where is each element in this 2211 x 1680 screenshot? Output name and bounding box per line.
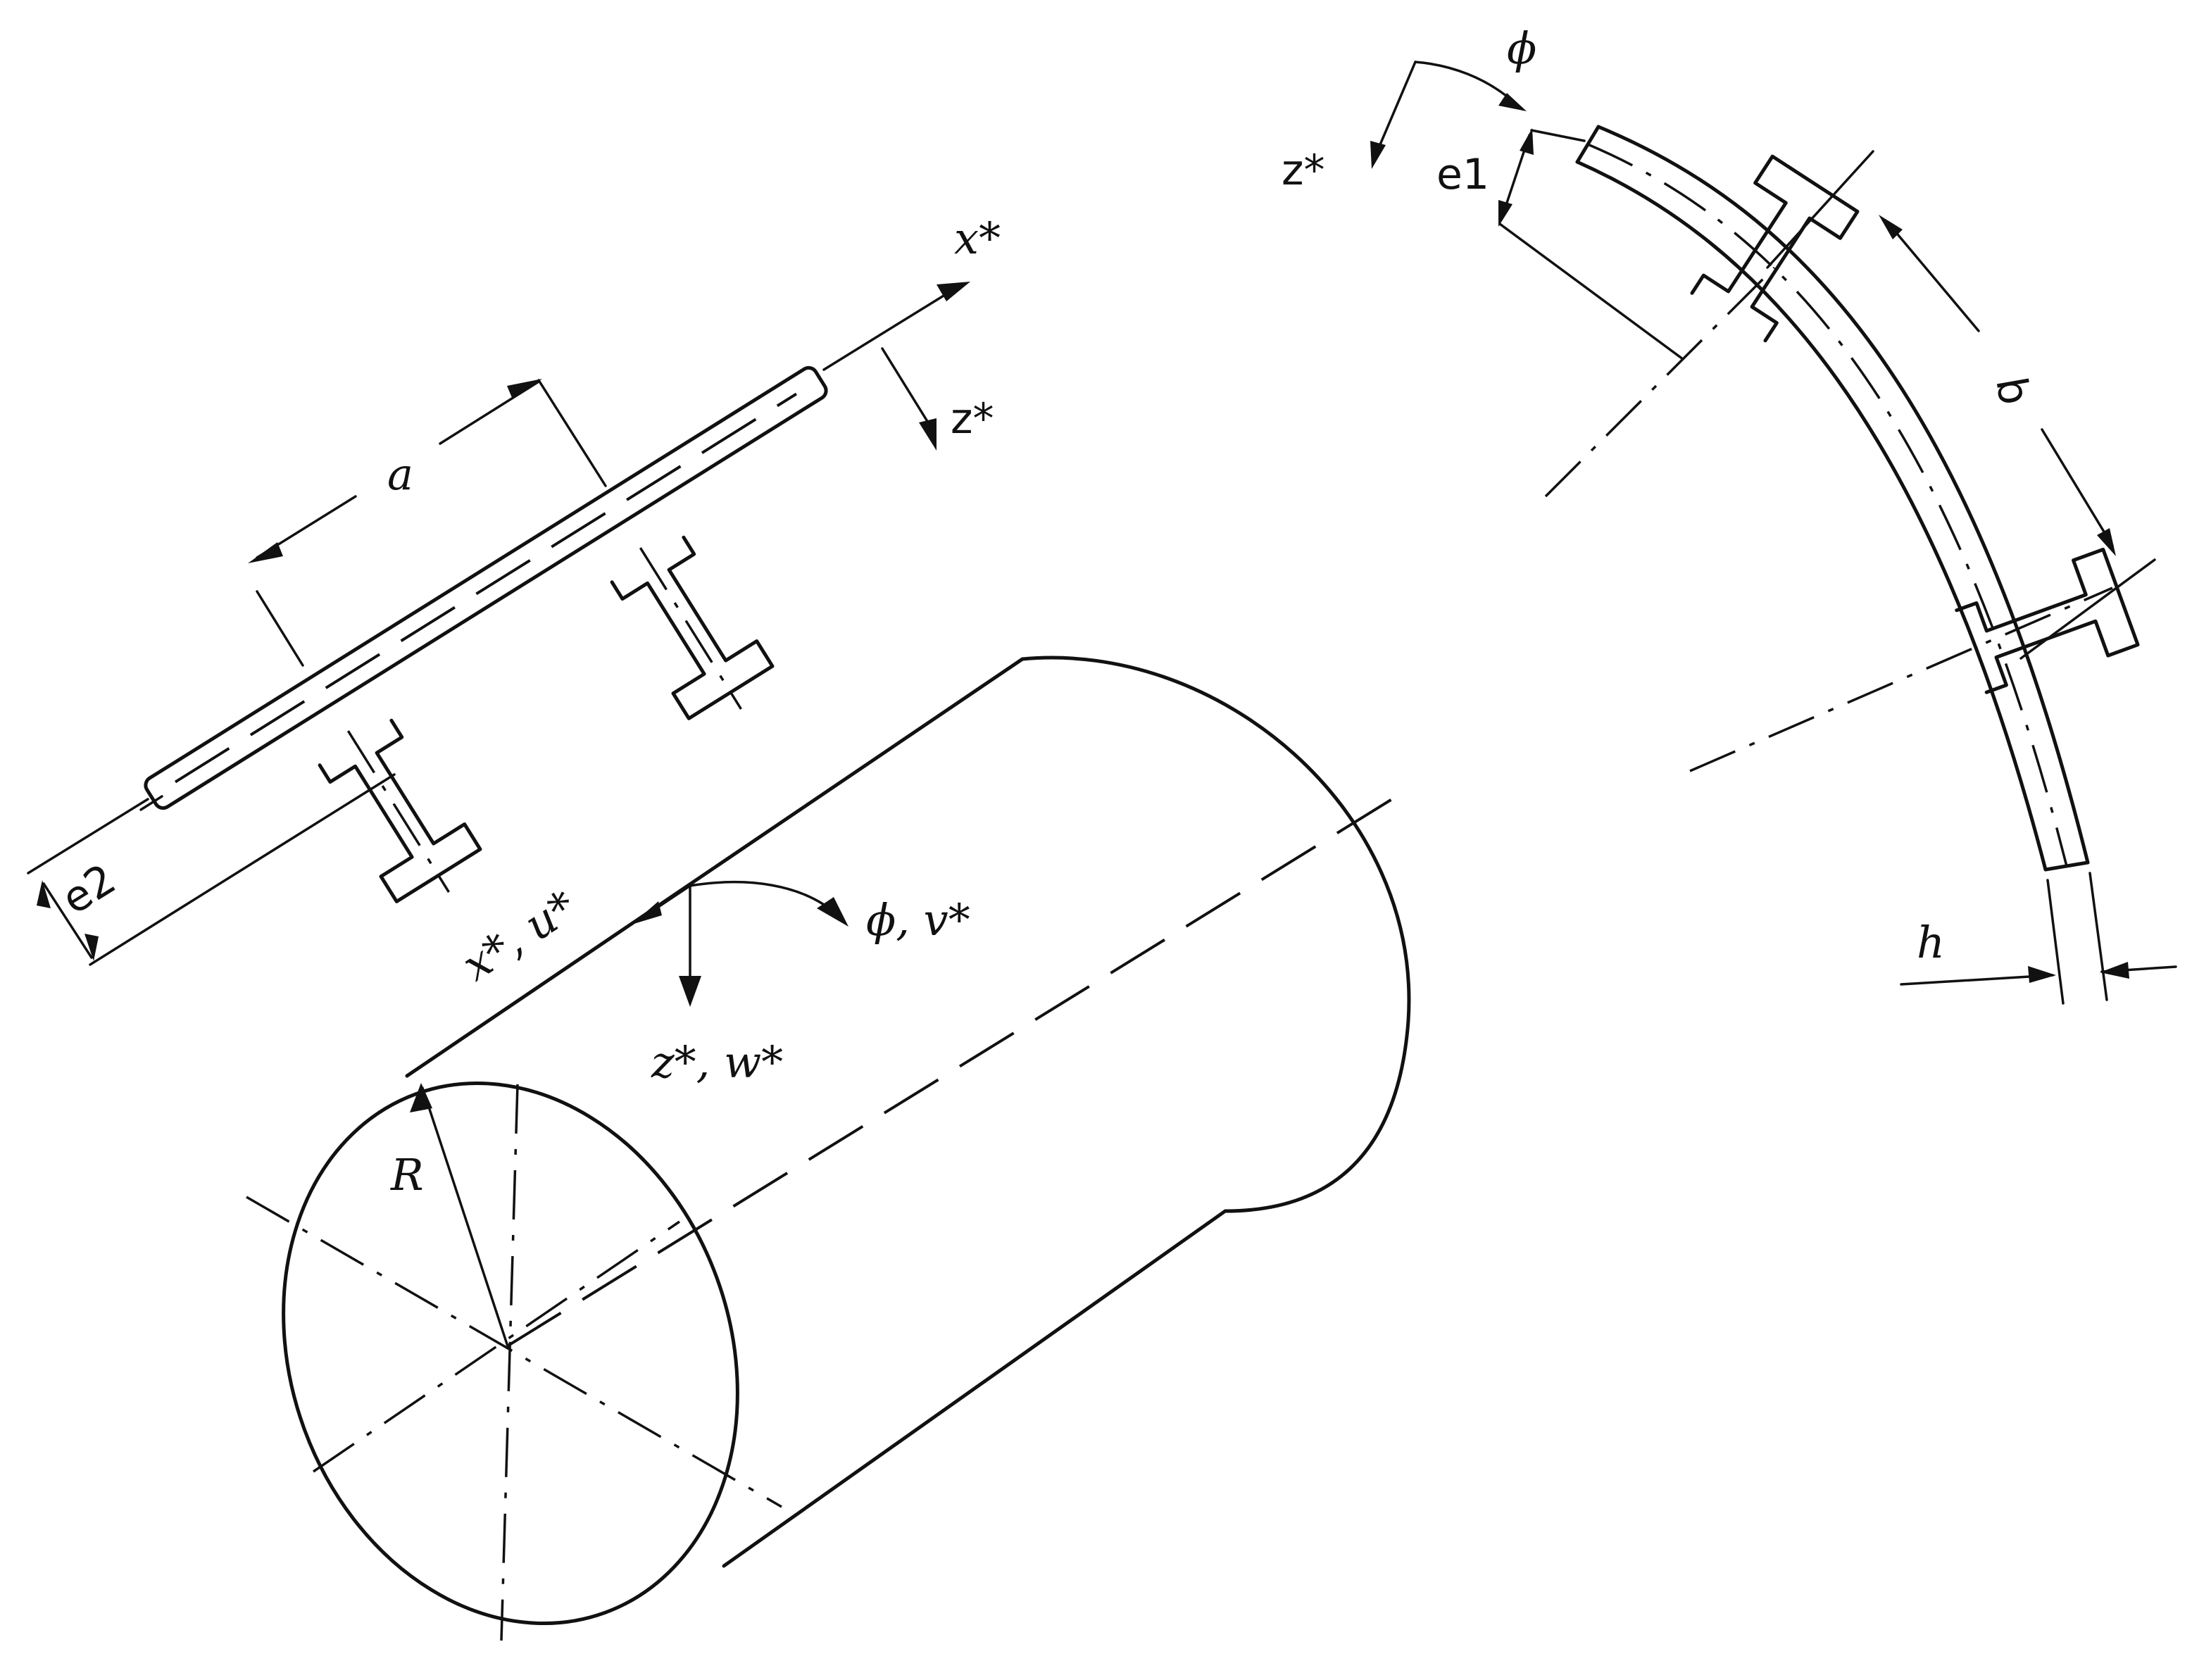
shell-radial-label: z*, w* — [651, 1036, 783, 1088]
ring-stiffener-1-centerline — [1544, 266, 1776, 498]
dim-b-line-1 — [1886, 220, 1980, 332]
ring-stiffener-2-centerline — [1689, 587, 2113, 772]
arc-phi-arrowhead — [1498, 93, 1527, 111]
section-z-arrowhead — [919, 418, 937, 451]
dim-h-label: h — [1917, 917, 1945, 968]
section-axis-line — [822, 294, 945, 371]
dim-h-arrow-right — [2100, 962, 2129, 979]
section-axis-left — [139, 795, 163, 811]
front-centerline-3 — [313, 1220, 680, 1473]
dim-e1-arrow-top — [1520, 128, 1534, 155]
dim-a-ext-right — [537, 379, 607, 487]
dim-e2-ext-1 — [27, 798, 149, 875]
radius-line — [421, 1086, 510, 1350]
front-centerline-1 — [246, 1196, 782, 1508]
dim-b-line-2 — [2041, 428, 2114, 547]
section-z-label: z* — [951, 394, 994, 444]
radius-label: R — [390, 1149, 424, 1201]
ring-shell-outer — [1596, 125, 2090, 865]
dim-e1-ext-1 — [1530, 129, 1586, 142]
ring-stiffener-1 — [1690, 154, 1860, 343]
dim-b-ext-1 — [1766, 150, 1874, 269]
front-centerline-2 — [500, 1084, 519, 1641]
section-x-label: x* — [954, 213, 1001, 264]
shell-circumferential-label: ϕ, v* — [866, 894, 970, 946]
cylinder-back-arc — [1020, 656, 1411, 1213]
cylinder-front-ellipse — [282, 1081, 739, 1626]
cylinder-bottom-edge — [722, 1209, 1227, 1568]
circumferential-arrowhead — [817, 897, 848, 927]
radial-arrowhead — [679, 976, 701, 1007]
ring-shell-midline — [1587, 143, 2068, 867]
section-x-arrowhead — [937, 282, 970, 301]
dim-e2-arrow-bottom — [84, 934, 99, 961]
circumferential-arc-arrow — [689, 881, 839, 917]
radius-arrowhead — [410, 1083, 432, 1112]
stringer-2 — [318, 718, 482, 903]
section-z-line — [881, 347, 929, 424]
stringer-1 — [610, 535, 775, 720]
dim-b-arrow-top — [1879, 215, 1903, 239]
dim-b-ext-2 — [2019, 558, 2156, 660]
arc-z-arrowhead — [1370, 141, 1386, 169]
dim-e1-arrow-bottom — [1498, 200, 1512, 227]
dim-e1-ext-2 — [1498, 222, 1684, 361]
arc-phi-curve — [1414, 61, 1515, 104]
ring-shell-inner — [1575, 160, 2048, 872]
ring-section: ϕ z* e1 b h — [1282, 23, 2177, 1005]
dim-h-ext-1 — [2046, 879, 2065, 1005]
arc-z-label: z* — [1282, 146, 1325, 195]
dim-a-arrow-left — [248, 542, 283, 563]
dim-a-arrow-right — [507, 379, 542, 399]
dim-e2-line — [42, 882, 93, 959]
dim-e2-ext-2 — [89, 773, 396, 966]
arc-ref-vertical — [1377, 61, 1417, 149]
arc-phi-label: ϕ — [1507, 23, 1536, 74]
dim-e1-label: e1 — [1436, 150, 1489, 199]
dim-b-label: b — [1986, 373, 2039, 408]
cylinder: R x*, u* ϕ, v* z*, w* — [246, 656, 1411, 1641]
dim-a-ext-left — [256, 590, 304, 667]
dim-b-arrow-bottom — [2097, 528, 2116, 556]
axial-arrowhead — [632, 901, 662, 924]
ring-stiffener-2 — [1955, 547, 2140, 694]
shell-axial-label: x*, u* — [453, 880, 585, 991]
dim-a-label: a — [387, 449, 413, 500]
plate-strip — [144, 365, 828, 810]
cylinder-axis — [506, 794, 1399, 1348]
dim-e2-arrow-top — [37, 880, 51, 908]
cylinder-top-edge — [405, 657, 1025, 1078]
dim-h-ext-2 — [2088, 872, 2108, 1001]
dim-h-line-left — [1900, 974, 2054, 986]
longitudinal-section: x* z* a e2 — [27, 213, 1001, 966]
dim-h-arrow-left — [2028, 966, 2056, 983]
